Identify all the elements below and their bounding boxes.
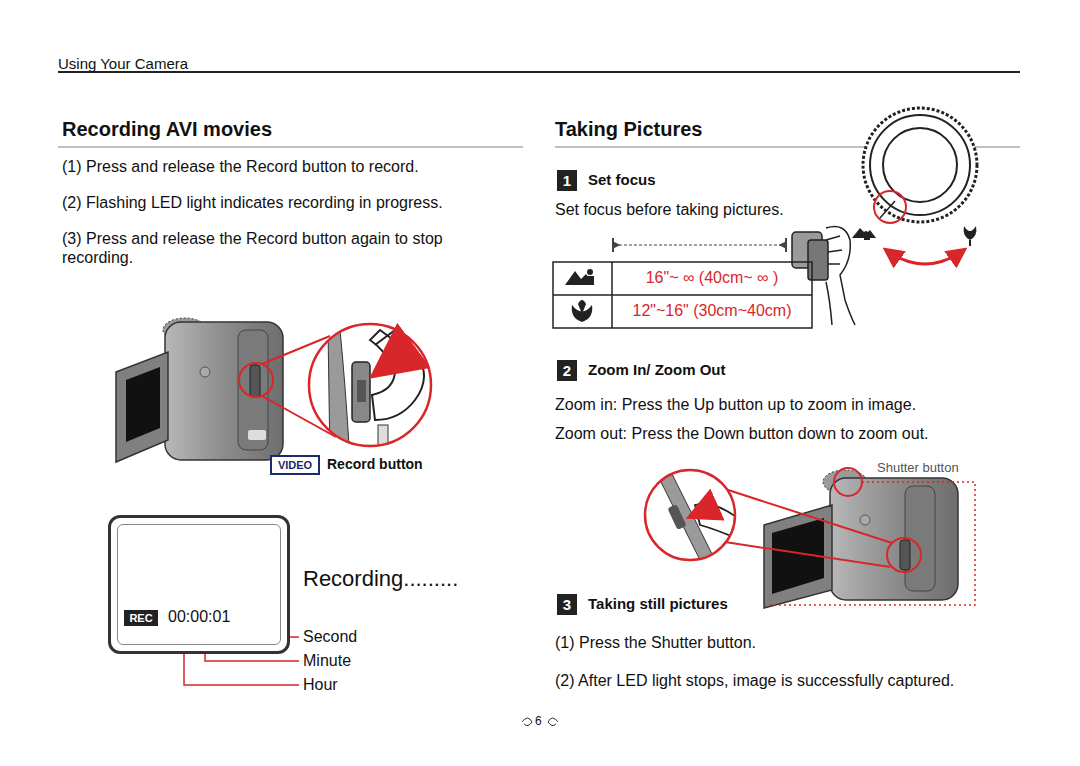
table-cell: 12"~16" (30cm~40cm) xyxy=(612,295,812,328)
rec-badge: REC xyxy=(124,610,158,626)
instruction: (1) Press and release the Record button … xyxy=(62,157,419,176)
node-text: 1 xyxy=(563,172,571,189)
leader-label: Second xyxy=(303,627,357,646)
node-text: 00:00:01 xyxy=(168,608,230,626)
distance-arrow xyxy=(613,238,786,252)
part-name: Record button xyxy=(327,456,423,473)
screen-inner-frame xyxy=(117,524,281,645)
instruction: Zoom in: Press the Up button up to zoom … xyxy=(555,395,916,414)
node-text: VIDEO xyxy=(278,459,312,472)
running-header: Using Your Camera xyxy=(58,55,188,73)
leader-label: Hour xyxy=(303,675,338,694)
hand-with-camera xyxy=(792,227,855,326)
leader-label: Minute xyxy=(303,651,351,670)
lcd-screen: 00:00:01 REC xyxy=(108,515,290,654)
section-heading: Taking Pictures xyxy=(555,117,702,141)
step-number: 2 xyxy=(557,360,577,381)
page-number: 6 xyxy=(535,714,542,728)
node-text: 2 xyxy=(563,362,571,379)
section-heading: Recording AVI movies xyxy=(62,117,272,141)
section-rule xyxy=(58,146,523,148)
camcorder-left xyxy=(116,318,431,462)
step-heading: Set focus xyxy=(588,171,656,189)
focus-table xyxy=(553,262,812,328)
part-name: Shutter button xyxy=(877,460,959,476)
step-heading: Taking still pictures xyxy=(588,595,728,613)
node-text: 12"~16" (30cm~40cm) xyxy=(633,302,792,320)
step-number: 1 xyxy=(557,170,577,191)
instruction: Set focus before taking pictures. xyxy=(555,200,784,219)
camcorder-right xyxy=(645,468,975,608)
step-heading: Zoom In/ Zoom Out xyxy=(588,361,725,379)
instruction: Zoom out: Press the Down button down to … xyxy=(555,424,929,443)
table-cell: 16"~ ∞ (40cm~ ∞ ) xyxy=(612,262,812,295)
header-rule xyxy=(58,71,1020,73)
mode-badge: VIDEO xyxy=(270,455,320,475)
screen-status: Recording......... xyxy=(303,566,458,592)
node-text: REC xyxy=(129,612,152,625)
step-number: 3 xyxy=(557,594,577,615)
node-text: 3 xyxy=(563,596,571,613)
instruction: (1) Press the Shutter button. xyxy=(555,633,756,652)
focus-ring xyxy=(852,108,977,264)
instruction: (2) Flashing LED light indicates recordi… xyxy=(62,193,443,212)
instruction: (2) After LED light stops, image is succ… xyxy=(555,671,954,690)
instruction: (3) Press and release the Record button … xyxy=(62,229,502,267)
node-text: 16"~ ∞ (40cm~ ∞ ) xyxy=(646,269,779,287)
